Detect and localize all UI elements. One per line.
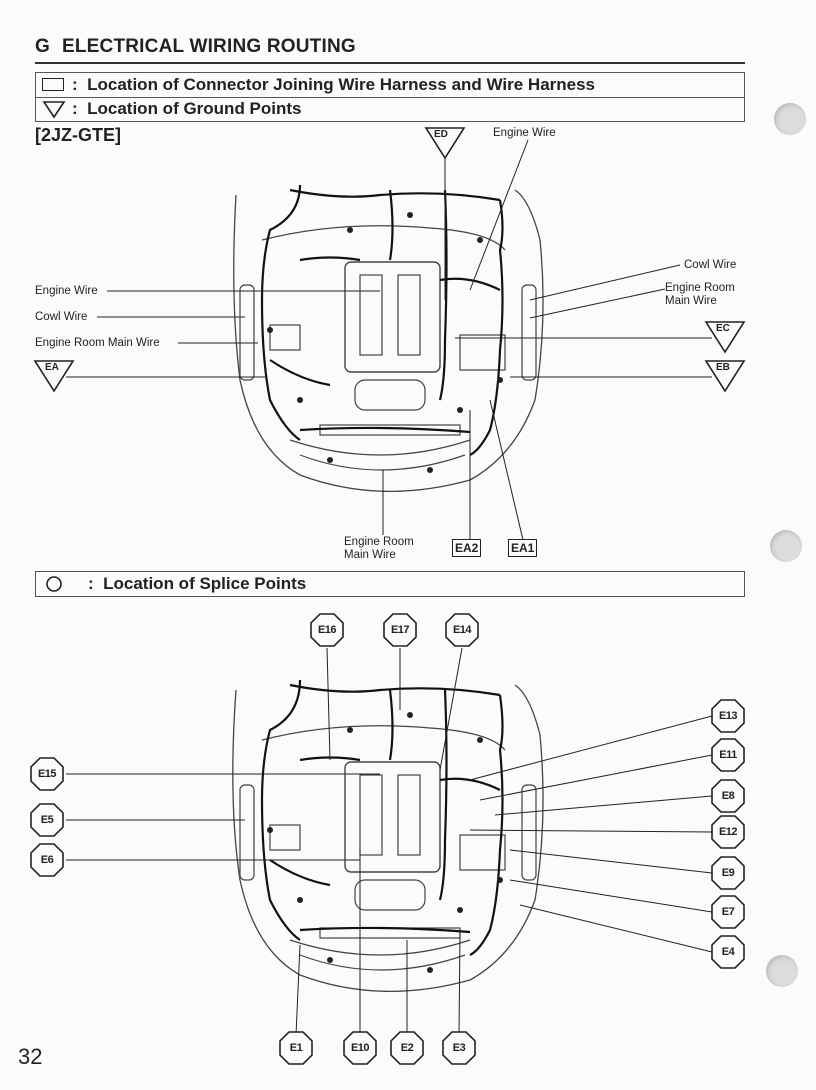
ground-point-eb: EB (716, 362, 730, 373)
splice-point-e9: E9 (711, 856, 745, 890)
label-cowl-wire-right: Cowl Wire (684, 259, 737, 271)
splice-point-e17: E17 (383, 613, 417, 647)
splice-point-e15: E15 (30, 757, 64, 791)
splice-point-e13: E13 (711, 699, 745, 733)
ground-point-ed: ED (434, 129, 448, 140)
octagon-icon (445, 613, 479, 647)
splice-point-e3: E3 (442, 1031, 476, 1065)
ground-symbol-icon (42, 101, 66, 119)
section-letter: G (35, 36, 50, 57)
splice-point-label: E1 (289, 1042, 303, 1054)
splice-point-e4: E4 (711, 935, 745, 969)
splice-point-label: E6 (40, 854, 54, 866)
octagon-icon (310, 613, 344, 647)
legend-box: : Location of Connector Joining Wire Har… (35, 72, 745, 122)
label-cowl-wire-left: Cowl Wire (35, 311, 88, 323)
binder-hole-icon (774, 103, 806, 135)
connector-tag-ea2: EA2 (452, 539, 482, 557)
legend-row-connector: : Location of Connector Joining Wire Har… (36, 73, 744, 98)
octagon-icon (30, 843, 64, 877)
label-engine-wire-top: Engine Wire (493, 127, 556, 139)
octagon-icon (279, 1031, 313, 1065)
title-rule (35, 62, 745, 64)
ground-point-ea: EA (45, 362, 59, 373)
splice-legend-box: : Location of Splice Points (35, 571, 745, 597)
splice-point-e12: E12 (711, 815, 745, 849)
splice-point-label: E16 (317, 624, 337, 636)
splice-title: Location of Splice Points (103, 574, 307, 593)
octagon-icon (711, 895, 745, 929)
splice-point-e5: E5 (30, 803, 64, 837)
legend-separator: : (72, 75, 78, 94)
octagon-icon (711, 815, 745, 849)
legend-ground-text: Location of Ground Points (87, 99, 302, 118)
octagon-icon (711, 738, 745, 772)
splice-point-e2: E2 (390, 1031, 424, 1065)
octagon-icon (343, 1031, 377, 1065)
splice-point-label: E14 (452, 624, 472, 636)
splice-point-e14: E14 (445, 613, 479, 647)
octagon-icon (711, 935, 745, 969)
splice-point-label: E9 (721, 867, 735, 879)
splice-point-e11: E11 (711, 738, 745, 772)
octagon-icon (442, 1031, 476, 1065)
splice-point-e6: E6 (30, 843, 64, 877)
label-engine-wire-left: Engine Wire (35, 285, 98, 297)
page-number: 32 (18, 1044, 43, 1069)
splice-point-label: E11 (719, 749, 737, 761)
splice-point-e16: E16 (310, 613, 344, 647)
label-engine-room-main-right-2: Main Wire (665, 295, 717, 307)
splice-point-label: E3 (452, 1042, 466, 1054)
octagon-icon (711, 779, 745, 813)
splice-point-label: E5 (40, 814, 54, 826)
octagon-icon (390, 1031, 424, 1065)
splice-point-e10: E10 (343, 1031, 377, 1065)
engine-code: [2JZ-GTE] (35, 125, 122, 145)
section-title: G ELECTRICAL WIRING ROUTING (35, 36, 356, 58)
splice-circle-icon (46, 576, 62, 592)
splice-point-label: E10 (350, 1042, 370, 1054)
binder-hole-icon (770, 530, 802, 562)
splice-point-label: E2 (400, 1042, 414, 1054)
octagon-icon (383, 613, 417, 647)
connector-tag-ea1: EA1 (508, 539, 538, 557)
splice-point-label: E13 (718, 710, 738, 722)
legend-connector-text: Location of Connector Joining Wire Harne… (87, 75, 596, 94)
label-engine-room-main-bottom-1: Engine Room (344, 536, 414, 548)
splice-point-label: E17 (390, 624, 410, 636)
legend-row-ground: : Location of Ground Points (36, 97, 744, 121)
splice-separator: : (88, 574, 94, 593)
splice-point-label: E15 (37, 768, 57, 780)
octagon-icon (711, 699, 745, 733)
octagon-icon (30, 803, 64, 837)
binder-hole-icon (766, 955, 798, 987)
ground-point-ec: EC (716, 323, 730, 334)
splice-point-label: E4 (721, 946, 735, 958)
connector-symbol-icon (42, 78, 64, 91)
section-heading: ELECTRICAL WIRING ROUTING (61, 36, 356, 57)
splice-point-e7: E7 (711, 895, 745, 929)
octagon-icon (711, 856, 745, 890)
label-engine-room-main-bottom-2: Main Wire (344, 549, 396, 561)
label-engine-room-main-left: Engine Room Main Wire (35, 337, 160, 349)
splice-point-label: E8 (721, 790, 735, 802)
splice-point-label: E12 (718, 826, 738, 838)
splice-point-label: E7 (721, 906, 735, 918)
splice-point-e8: E8 (711, 779, 745, 813)
splice-point-e1: E1 (279, 1031, 313, 1065)
octagon-icon (30, 757, 64, 791)
label-engine-room-main-right-1: Engine Room (665, 282, 735, 294)
legend-separator: : (72, 99, 78, 118)
